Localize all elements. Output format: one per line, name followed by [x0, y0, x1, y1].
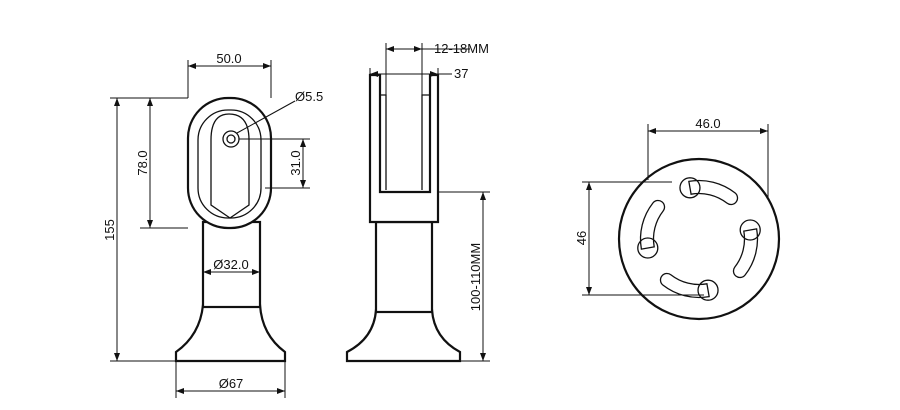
side-tube [374, 220, 434, 314]
dim-pitch-diameter: 46.0 [695, 116, 720, 131]
dim-total-height: 155 [102, 219, 117, 241]
base-slot-head-4 [637, 237, 659, 259]
dim-slot-width: 12-18MM [434, 41, 489, 56]
side-bracket [368, 73, 440, 224]
base-outer-circle [617, 157, 781, 321]
front-tube [201, 220, 262, 309]
dim-head-height: 78.0 [135, 150, 150, 175]
base-view: 46.0 46 [574, 116, 781, 321]
front-head [186, 96, 273, 230]
dim-tube-diameter: Ø32.0 [213, 257, 248, 272]
front-cavity [210, 113, 250, 219]
side-base-flange [345, 308, 462, 363]
base-slot-head-2 [739, 219, 761, 241]
side-view: 12-18MM 37 100-110MM [345, 41, 490, 363]
base-slot-2 [732, 228, 759, 279]
base-slot-4 [639, 199, 666, 250]
dim-outer-width: 37 [454, 66, 468, 81]
base-slot-1 [688, 179, 739, 206]
front-view: 50.0 Ø5.5 78.0 31.0 155 Ø32.0 Ø [102, 51, 323, 398]
front-hole-inner [226, 134, 236, 144]
dim-vertical: 46 [574, 231, 589, 245]
dim-hole: Ø5.5 [295, 89, 323, 104]
base-slot-head-1 [679, 177, 701, 199]
dim-base-diameter: Ø67 [219, 376, 244, 391]
base-slot-head-3 [697, 279, 719, 301]
dim-top-width: 50.0 [216, 51, 241, 66]
dim-height-range: 100-110MM [468, 243, 483, 311]
front-base-flange [174, 303, 287, 363]
side-bracket-inner-right [421, 94, 429, 190]
dim-hole-offset: 31.0 [288, 150, 303, 175]
